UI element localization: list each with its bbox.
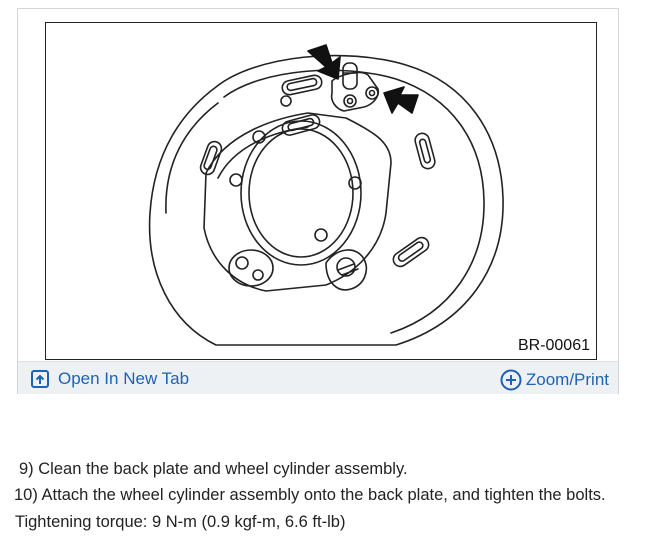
figure-card: BR-00061 Open In New Tab Zoom/Print: [17, 8, 619, 394]
step-9-text: 9) Clean the back plate and wheel cylind…: [19, 460, 408, 478]
back-plate-illustration: [148, 44, 504, 346]
open-in-new-tab-label: Open In New Tab: [58, 369, 190, 388]
open-in-new-tab-button[interactable]: Open In New Tab: [30, 369, 189, 389]
figure-code: BR-00061: [517, 337, 590, 354]
step-10-text: 10) Attach the wheel cylinder assembly o…: [14, 486, 606, 504]
open-in-new-tab-icon: [30, 369, 50, 389]
figure-frame: BR-00061: [45, 22, 597, 360]
figure-toolbar: Open In New Tab Zoom/Print: [18, 361, 618, 394]
tightening-torque-text: Tightening torque: 9 N-m (0.9 kgf-m, 6.6…: [15, 513, 346, 531]
zoom-print-label: Zoom/Print: [525, 370, 609, 389]
zoom-plus-icon: [500, 369, 522, 391]
zoom-print-button[interactable]: Zoom/Print: [500, 369, 609, 391]
